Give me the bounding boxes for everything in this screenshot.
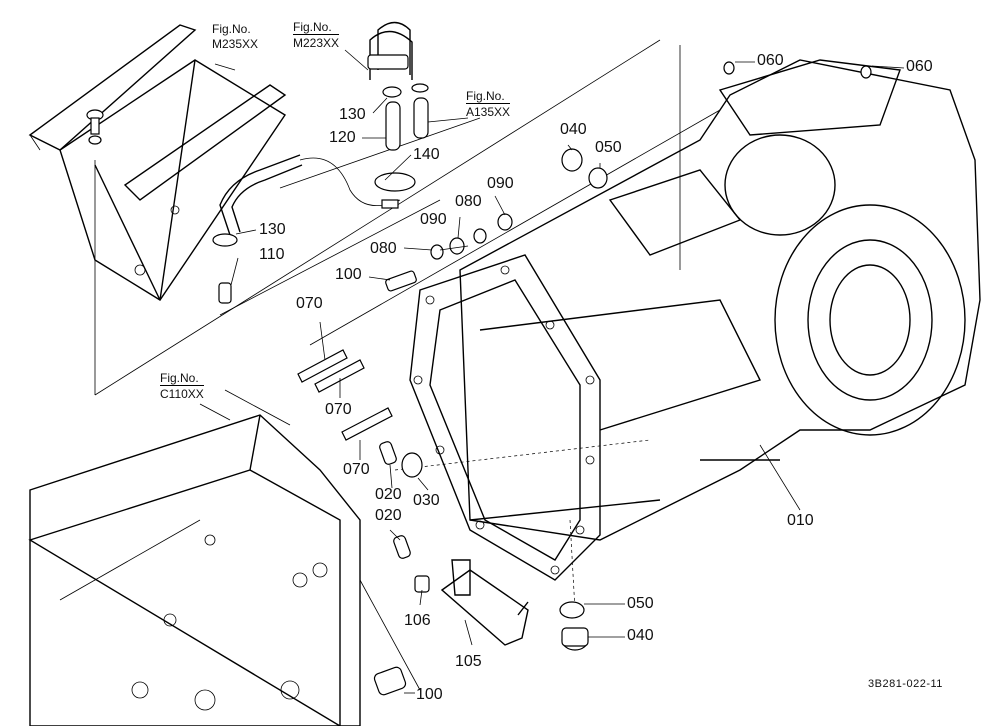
fig-ref-a135-label: Fig.No. (466, 89, 505, 103)
fig-ref-a135: Fig.No. A135XX (466, 89, 511, 119)
part-label-050a: 050 (595, 139, 622, 156)
part-label-040b: 040 (627, 627, 654, 644)
tray-bracket (28, 24, 287, 301)
part-label-060b: 060 (906, 58, 933, 75)
hose-assembly (212, 154, 416, 304)
part-label-106: 106 (404, 612, 431, 629)
fig-ref-m235: Fig.No. M235XX (212, 22, 258, 51)
part-label-110: 110 (259, 246, 285, 263)
leader-lines (199, 49, 905, 694)
fig-ref-m223-code: M223XX (293, 34, 340, 50)
part-label-090a: 090 (487, 175, 514, 192)
part-label-070a: 070 (296, 295, 323, 312)
part-label-090b: 090 (420, 211, 447, 228)
stud-bolts (297, 349, 393, 441)
pipe-assembly (367, 21, 429, 151)
part-label-130a: 130 (339, 106, 366, 123)
part-label-020b: 020 (375, 507, 402, 524)
part-label-120: 120 (329, 129, 356, 146)
guide-lines (94, 39, 721, 691)
part-label-050b: 050 (627, 595, 654, 612)
fig-ref-m235-code: M235XX (212, 37, 259, 51)
drawing-code: 3B281-022-11 (868, 678, 943, 690)
fig-ref-c110-label: Fig.No. (160, 371, 199, 385)
part-label-080b: 080 (370, 240, 397, 257)
dowel-pins (379, 441, 423, 559)
fig-ref-c110: Fig.No. C110XX (160, 371, 204, 401)
fig-ref-m235-label: Fig.No. (212, 22, 251, 36)
gasket-plate (409, 254, 601, 581)
fig-ref-m223: Fig.No. M223XX (293, 20, 340, 50)
part-label-070b: 070 (325, 401, 352, 418)
part-label-100a: 100 (335, 266, 362, 283)
part-label-060a: 060 (757, 52, 784, 69)
fig-ref-c110-code: C110XX (160, 385, 204, 401)
part-label-080a: 080 (455, 193, 482, 210)
small-hardware (373, 61, 872, 696)
fig-ref-a135-code: A135XX (466, 103, 511, 119)
part-label-130b: 130 (259, 221, 286, 238)
part-label-030: 030 (413, 492, 440, 509)
part-label-020a: 020 (375, 486, 402, 503)
part-label-100b: 100 (416, 686, 443, 703)
part-label-010: 010 (787, 512, 814, 529)
bracket-plate (440, 559, 529, 646)
fig-ref-m223-label: Fig.No. (293, 20, 332, 34)
part-label-140: 140 (413, 146, 440, 163)
part-label-105: 105 (455, 653, 482, 670)
transmission-case (459, 59, 981, 541)
front-housing (28, 414, 361, 726)
part-label-040a: 040 (560, 121, 587, 138)
tray-bolt (86, 109, 104, 145)
part-label-070c: 070 (343, 461, 370, 478)
